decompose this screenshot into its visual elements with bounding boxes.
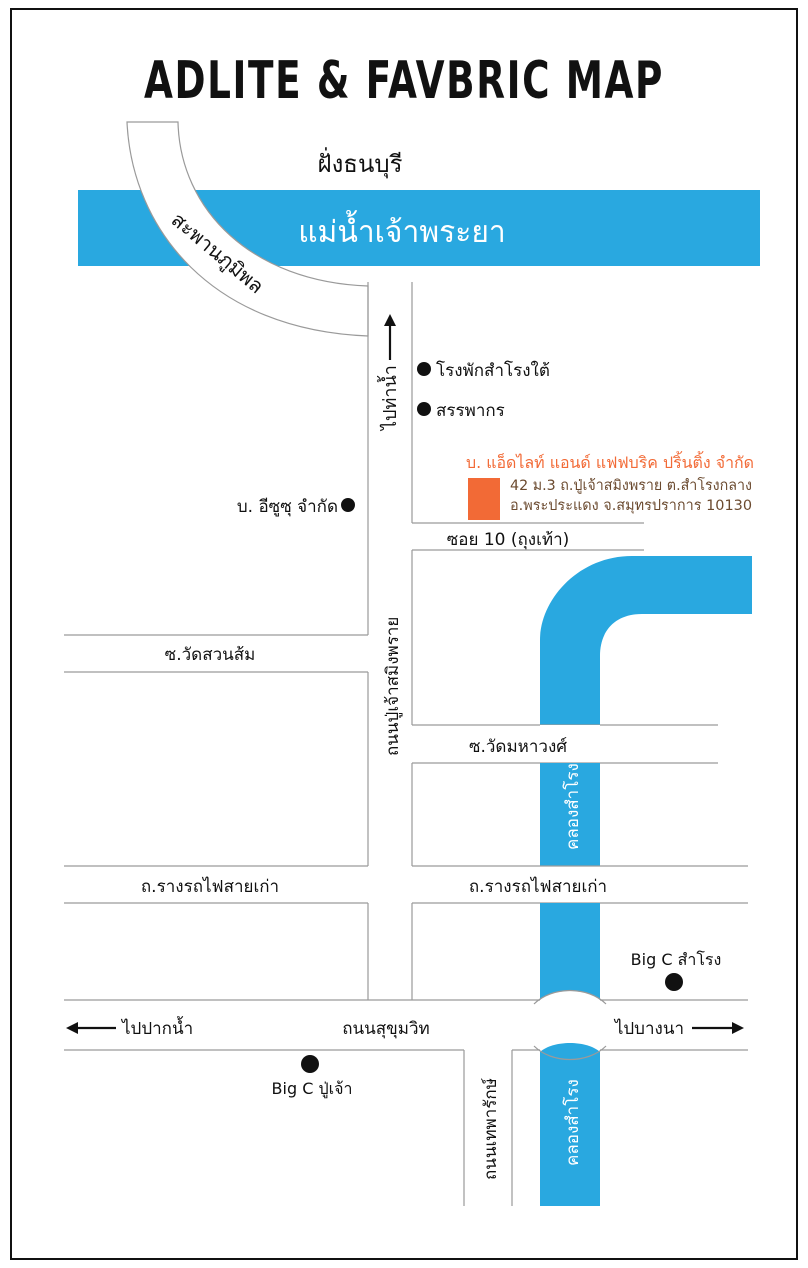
bigc-puchao-label: Big C ปู่เจ้า <box>272 1079 353 1099</box>
samrong-canal-middle <box>540 763 600 866</box>
soi-wat-suan-som-label: ซ.วัดสวนส้ม <box>165 645 256 665</box>
soi-10-label: ซอย 10 (ถุงเท้า) <box>447 530 570 550</box>
canal-crossing-mahawong <box>540 725 600 763</box>
old-railway-right-label: ถ.รางรถไฟสายเก่า <box>469 876 607 897</box>
map-title: ADLITE & FAVBRIC MAP <box>144 51 664 111</box>
old-railway-left-label: ถ.รางรถไฟสายเก่า <box>141 876 279 897</box>
canal-label-1: คลองสำโรง <box>562 763 583 850</box>
samrong-canal-lower-middle <box>540 903 600 1000</box>
police-station-marker <box>417 362 431 376</box>
bigc-puchao-marker <box>301 1055 319 1073</box>
sukhumvit-bridge-top <box>533 989 607 1005</box>
to-pier-label: ไปท่าน้ำ <box>377 365 401 432</box>
soi-wat-mahawong-label: ซ.วัดมหาวงศ์ <box>469 737 567 757</box>
revenue-office-label: สรรพากร <box>436 401 505 421</box>
isuzu-marker <box>341 498 355 512</box>
bigc-samrong-marker <box>665 973 683 991</box>
map-frame: ADLITE & FAVBRIC MAP ฝั่งธนบุรี แม่น้ำเจ… <box>10 8 798 1260</box>
company-address-line-2: อ.พระประแดง จ.สมุทรปราการ 10130 <box>510 498 752 514</box>
company-address-line-1: 42 ม.3 ถ.ปู่เจ้าสมิงพราย ต.สำโรงกลาง <box>510 476 752 494</box>
sukhumvit-label: ถนนสุขุมวิท <box>342 1019 430 1039</box>
canal-label-2: คลองสำโรง <box>562 1079 583 1166</box>
river-label: แม่น้ำเจ้าพระยา <box>298 210 506 250</box>
to-bangna-label: ไปบางนา <box>613 1018 684 1039</box>
revenue-office-marker <box>417 402 431 416</box>
samrong-canal-upper <box>540 556 752 725</box>
to-pier-arrowhead <box>384 314 396 326</box>
to-bangna-arrowhead <box>732 1022 744 1034</box>
isuzu-label: บ. อีซูซุ จำกัด <box>237 497 338 517</box>
police-station-label: โรงพักสำโรงใต้ <box>436 360 550 381</box>
to-paknam-label: ไปปากน้ำ <box>120 1016 193 1039</box>
samrong-canal-lower <box>540 1043 600 1206</box>
map-canvas: ADLITE & FAVBRIC MAP ฝั่งธนบุรี แม่น้ำเจ… <box>64 51 760 1206</box>
bigc-samrong-label: Big C สำโรง <box>631 950 722 969</box>
puchao-road-label: ถนนปู่เจ้าสมิงพราย <box>383 617 403 756</box>
thepharak-label: ถนนเทพารักษ์ <box>481 1078 501 1180</box>
company-name: บ. แอ็ดไลท์ แอนด์ แฟฟบริค ปริ้นติ้ง จำกั… <box>466 451 754 472</box>
sukhumvit-bridge-bottom <box>533 1045 607 1061</box>
thonburi-side-label: ฝั่งธนบุรี <box>318 147 403 179</box>
company-location-marker <box>468 478 500 520</box>
to-paknam-arrowhead <box>66 1022 78 1034</box>
